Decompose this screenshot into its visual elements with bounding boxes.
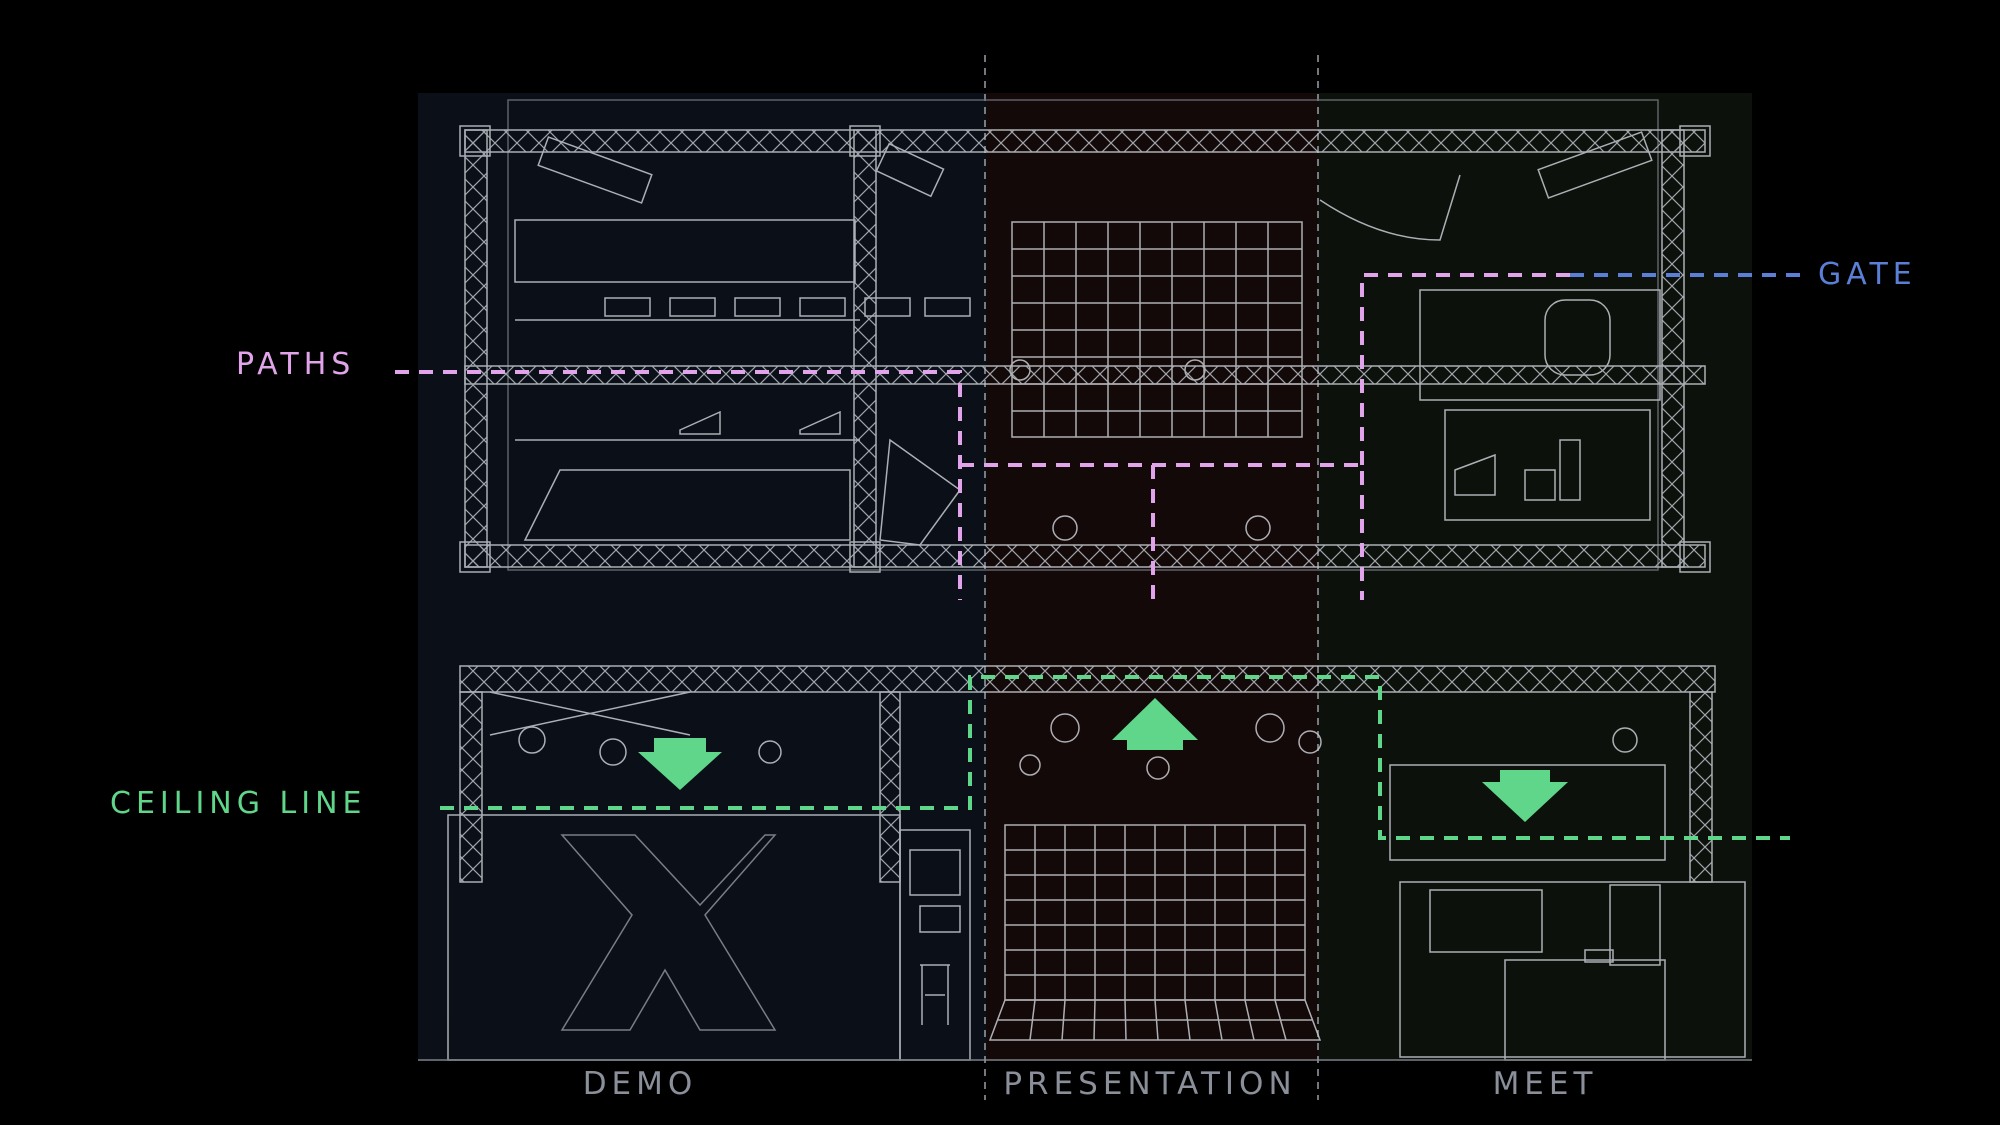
paths-lines xyxy=(395,273,1570,600)
paths-label: PATHS xyxy=(236,347,356,382)
zone-label-presentation: PRESENTATION xyxy=(1003,1066,1297,1102)
x-logo-icon xyxy=(560,834,777,1031)
gate-label: GATE xyxy=(1818,257,1917,292)
arrow-down-icon xyxy=(638,738,722,790)
top-view-plan xyxy=(459,99,1711,573)
zone-label-meet: MEET xyxy=(1492,1066,1598,1102)
zone-label-demo: DEMO xyxy=(582,1066,698,1102)
demo-zone-bg xyxy=(418,93,986,1061)
arrow-down-icon xyxy=(1482,770,1568,822)
meet-zone-bg xyxy=(1318,93,1752,1061)
arrow-up-icon xyxy=(1112,698,1198,750)
ceiling-line xyxy=(440,675,1790,840)
ceiling-line-label: CEILING LINE xyxy=(110,786,367,821)
front-view-elevation xyxy=(418,665,1752,1061)
